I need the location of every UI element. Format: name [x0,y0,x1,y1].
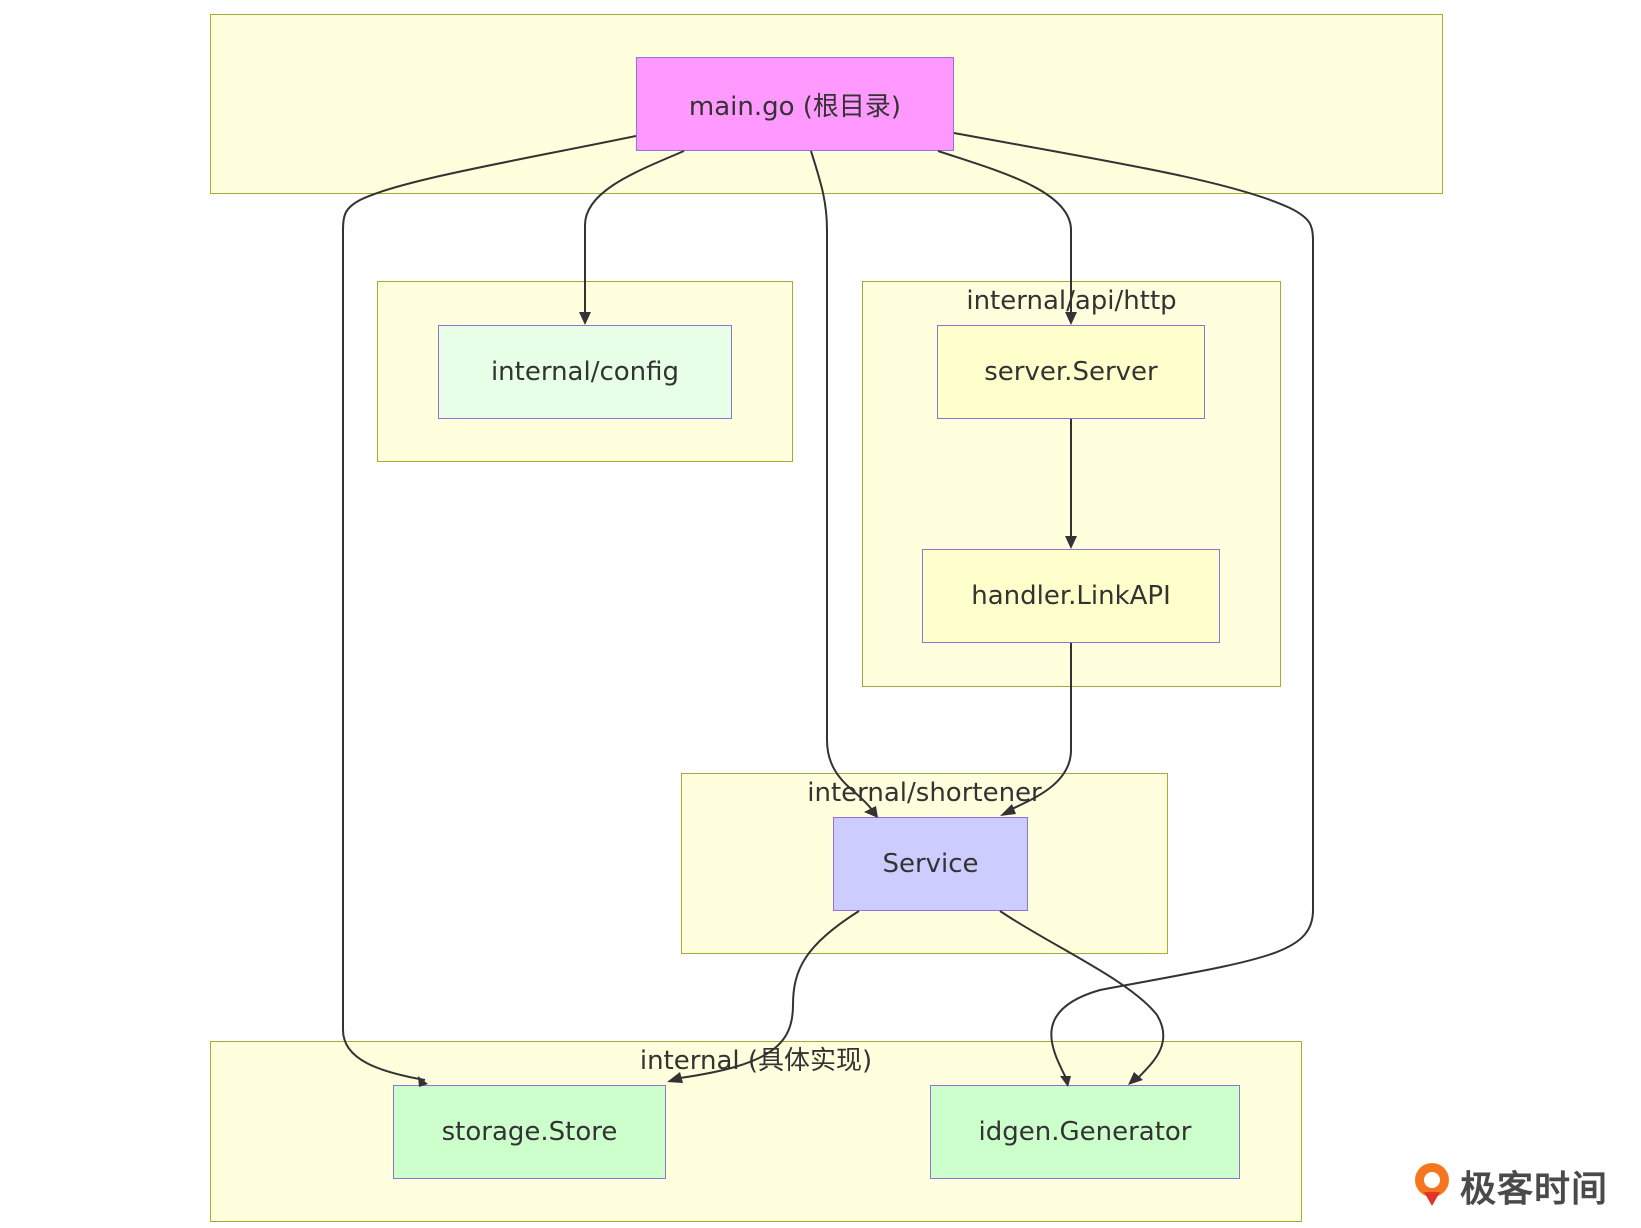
node-internal-config[interactable]: internal/config [438,325,732,419]
node-storage-store-label: storage.Store [441,1117,618,1147]
node-handler-linkapi[interactable]: handler.LinkAPI [922,549,1220,643]
node-internal-config-label: internal/config [490,357,680,387]
watermark-logo: 极客时间 [1410,1160,1608,1212]
node-handler-linkapi-label: handler.LinkAPI [971,581,1171,611]
node-idgen-generator[interactable]: idgen.Generator [930,1085,1240,1179]
edge-main-to-config [584,150,685,312]
node-main-go-label: main.go (根目录) [688,91,902,122]
edge-main-to-service [810,150,873,811]
node-main-go[interactable]: main.go (根目录) [636,57,954,151]
geektime-logo-icon [1410,1160,1454,1212]
node-service-label: Service [882,849,979,879]
edge-handler-to-service-arrowhead [1000,804,1016,816]
edge-main-to-idgen [953,132,1314,1079]
edge-main-to-config-arrowhead [579,312,591,325]
edge-service-to-idgen [999,910,1165,1079]
cluster-internal-impl-label: internal (具体实现) [639,1046,873,1076]
cluster-internal-impl: internal (具体实现) [210,1041,1302,1222]
edge-main-to-service-arrowhead [864,806,878,818]
edge-main-to-server-arrowhead [1065,312,1077,325]
node-server-server-label: server.Server [984,357,1158,387]
node-idgen-generator-label: idgen.Generator [978,1117,1192,1147]
node-storage-store[interactable]: storage.Store [393,1085,666,1179]
edge-service-to-idgen-arrowhead [1128,1072,1143,1085]
cluster-shortener-label: internal/shortener [807,778,1042,808]
edge-main-to-store-arrowhead [418,1076,428,1087]
node-server-server[interactable]: server.Server [937,325,1205,419]
edge-service-to-store-arrowhead [667,1072,683,1083]
watermark-text: 极客时间 [1460,1169,1609,1210]
edge-main-to-idgen-arrowhead [1060,1076,1071,1087]
edge-server-to-handler-arrowhead [1065,536,1077,549]
edge-main-to-store [342,135,637,1081]
node-service[interactable]: Service [833,817,1028,911]
edge-service-to-store [679,910,860,1079]
edge-main-to-server [937,150,1072,312]
edge-handler-to-service [1009,643,1072,811]
